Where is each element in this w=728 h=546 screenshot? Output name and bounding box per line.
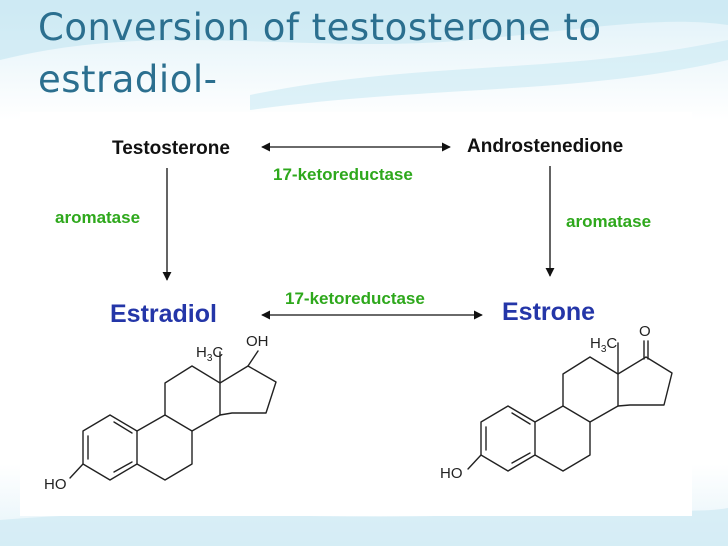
estrone-structure: H3C O HO bbox=[440, 323, 673, 482]
estradiol-structure: H3C OH HO bbox=[44, 333, 277, 493]
top-wave bbox=[0, 0, 728, 60]
estradiol-methyl-label: H3C bbox=[196, 344, 223, 364]
estradiol-ho-label: HO bbox=[44, 476, 67, 493]
slide-title: Conversion of testosterone to estradiol- bbox=[38, 2, 678, 106]
ketoreductase-bottom-label: 17-ketoreductase bbox=[285, 289, 425, 308]
title-line-1: Conversion of testosterone to bbox=[38, 6, 602, 49]
estrone-label: Estrone bbox=[502, 298, 595, 326]
estrone-methyl-label: H3C bbox=[590, 335, 617, 355]
bottom-wave bbox=[0, 508, 728, 546]
estradiol-label: Estradiol bbox=[110, 300, 217, 328]
estrone-oxo-label: O bbox=[639, 323, 651, 340]
top-wave-2 bbox=[250, 40, 728, 110]
aromatase-left-label: aromatase bbox=[55, 208, 140, 227]
title-line-2: estradiol- bbox=[38, 58, 218, 101]
ketoreductase-top-label: 17-ketoreductase bbox=[273, 165, 413, 184]
testosterone-label: Testosterone bbox=[112, 138, 230, 159]
androstenedione-label: Androstenedione bbox=[467, 136, 623, 157]
estradiol-oh-label: OH bbox=[246, 333, 269, 350]
estrone-ho-label: HO bbox=[440, 465, 463, 482]
aromatase-right-label: aromatase bbox=[566, 212, 651, 231]
